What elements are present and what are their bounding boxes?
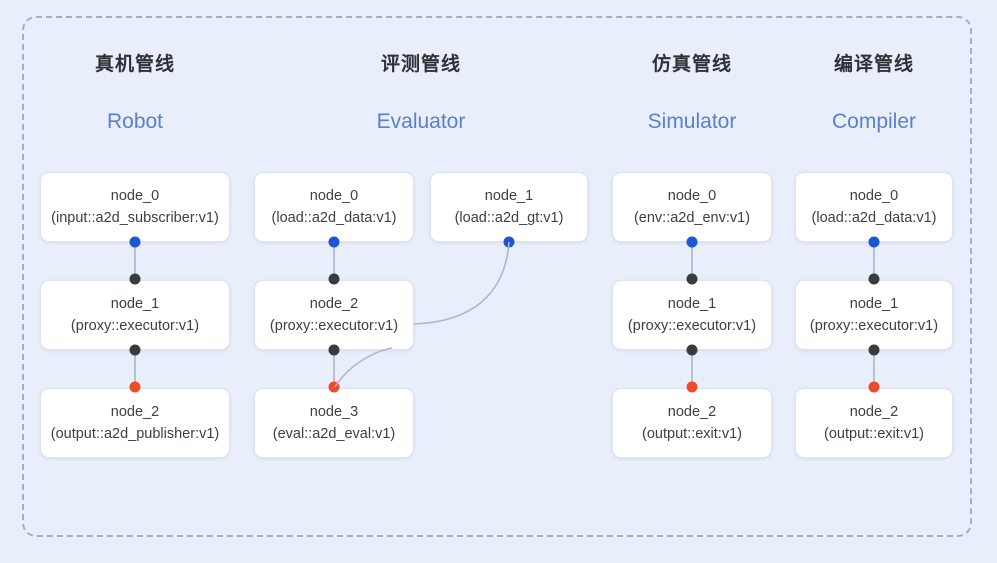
diagram-frame [22,16,972,537]
column-subtitle-evaluator: Evaluator [376,110,466,133]
port-robot-2-in [129,381,141,393]
port-compiler-2-in [868,381,880,393]
node-robot-0[interactable]: node_0 (input::a2d_subscriber:v1) [40,172,230,242]
node-simulator-0[interactable]: node_0 (env::a2d_env:v1) [612,172,772,242]
edge-simulator-1-2 [691,350,693,388]
node-type: (eval::a2d_eval:v1) [272,425,396,442]
node-compiler-1[interactable]: node_1 (proxy::executor:v1) [795,280,953,350]
port-robot-1-out [129,344,141,356]
port-compiler-0-out [868,236,880,248]
node-id: node_0 [667,187,717,204]
edge-evaluator-0-2 [333,242,335,280]
node-evaluator-3[interactable]: node_3 (eval::a2d_eval:v1) [254,388,414,458]
node-id: node_0 [110,187,160,204]
port-evaluator-2-out [328,344,340,356]
node-id: node_1 [484,187,534,204]
edge-robot-1-2 [134,350,136,388]
node-compiler-2[interactable]: node_2 (output::exit:v1) [795,388,953,458]
column-subtitle-simulator: Simulator [647,110,737,133]
node-type: (output::a2d_publisher:v1) [50,425,220,442]
edge-simulator-0-1 [691,242,693,280]
node-id: node_2 [667,403,717,420]
port-simulator-0-out [686,236,698,248]
port-compiler-1-out [868,344,880,356]
pipeline-column-simulator: 仿真管线 Simulator [612,52,772,135]
node-evaluator-0[interactable]: node_0 (load::a2d_data:v1) [254,172,414,242]
node-id: node_1 [667,295,717,312]
column-title-compiler: 编译管线 [833,54,914,75]
edge-compiler-1-2 [873,350,875,388]
node-compiler-0[interactable]: node_0 (load::a2d_data:v1) [795,172,953,242]
node-id: node_2 [309,295,359,312]
node-type: (proxy::executor:v1) [70,317,200,334]
port-evaluator-2-in [328,273,340,285]
port-simulator-1-out [686,344,698,356]
node-id: node_2 [110,403,160,420]
port-robot-1-in [129,273,141,285]
node-simulator-1[interactable]: node_1 (proxy::executor:v1) [612,280,772,350]
node-id: node_0 [309,187,359,204]
node-type: (env::a2d_env:v1) [633,209,751,226]
node-evaluator-gt[interactable]: node_1 (load::a2d_gt:v1) [430,172,588,242]
port-evaluator-0-out [328,236,340,248]
port-simulator-2-in [686,381,698,393]
node-type: (load::a2d_data:v1) [811,209,937,226]
port-evaluator-gt-out [503,236,515,248]
node-robot-2[interactable]: node_2 (output::a2d_publisher:v1) [40,388,230,458]
node-type: (output::exit:v1) [642,425,742,442]
node-type: (input::a2d_subscriber:v1) [51,209,219,226]
port-evaluator-3-in [328,381,340,393]
edge-robot-0-1 [134,242,136,280]
node-robot-1[interactable]: node_1 (proxy::executor:v1) [40,280,230,350]
column-title-simulator: 仿真管线 [651,54,732,75]
node-type: (proxy::executor:v1) [809,317,939,334]
node-type: (load::a2d_gt:v1) [454,209,564,226]
node-id: node_3 [309,403,359,420]
pipeline-column-compiler: 编译管线 Compiler [795,52,953,135]
port-compiler-1-in [868,273,880,285]
edge-evaluator-2-3 [333,350,335,388]
port-simulator-1-in [686,273,698,285]
node-evaluator-2[interactable]: node_2 (proxy::executor:v1) [254,280,414,350]
pipeline-column-robot: 真机管线 Robot [40,52,230,135]
port-robot-0-out [129,236,141,248]
edge-compiler-0-1 [873,242,875,280]
column-title-robot: 真机管线 [94,54,175,75]
column-subtitle-compiler: Compiler [831,110,917,133]
node-type: (load::a2d_data:v1) [271,209,397,226]
node-simulator-2[interactable]: node_2 (output::exit:v1) [612,388,772,458]
node-id: node_1 [110,295,160,312]
node-type: (proxy::executor:v1) [627,317,757,334]
node-type: (proxy::executor:v1) [269,317,399,334]
column-subtitle-robot: Robot [106,110,164,133]
node-id: node_0 [849,187,899,204]
node-id: node_1 [849,295,899,312]
node-id: node_2 [849,403,899,420]
column-title-evaluator: 评测管线 [380,54,461,75]
pipeline-column-evaluator: 评测管线 Evaluator [326,52,516,135]
node-type: (output::exit:v1) [824,425,924,442]
